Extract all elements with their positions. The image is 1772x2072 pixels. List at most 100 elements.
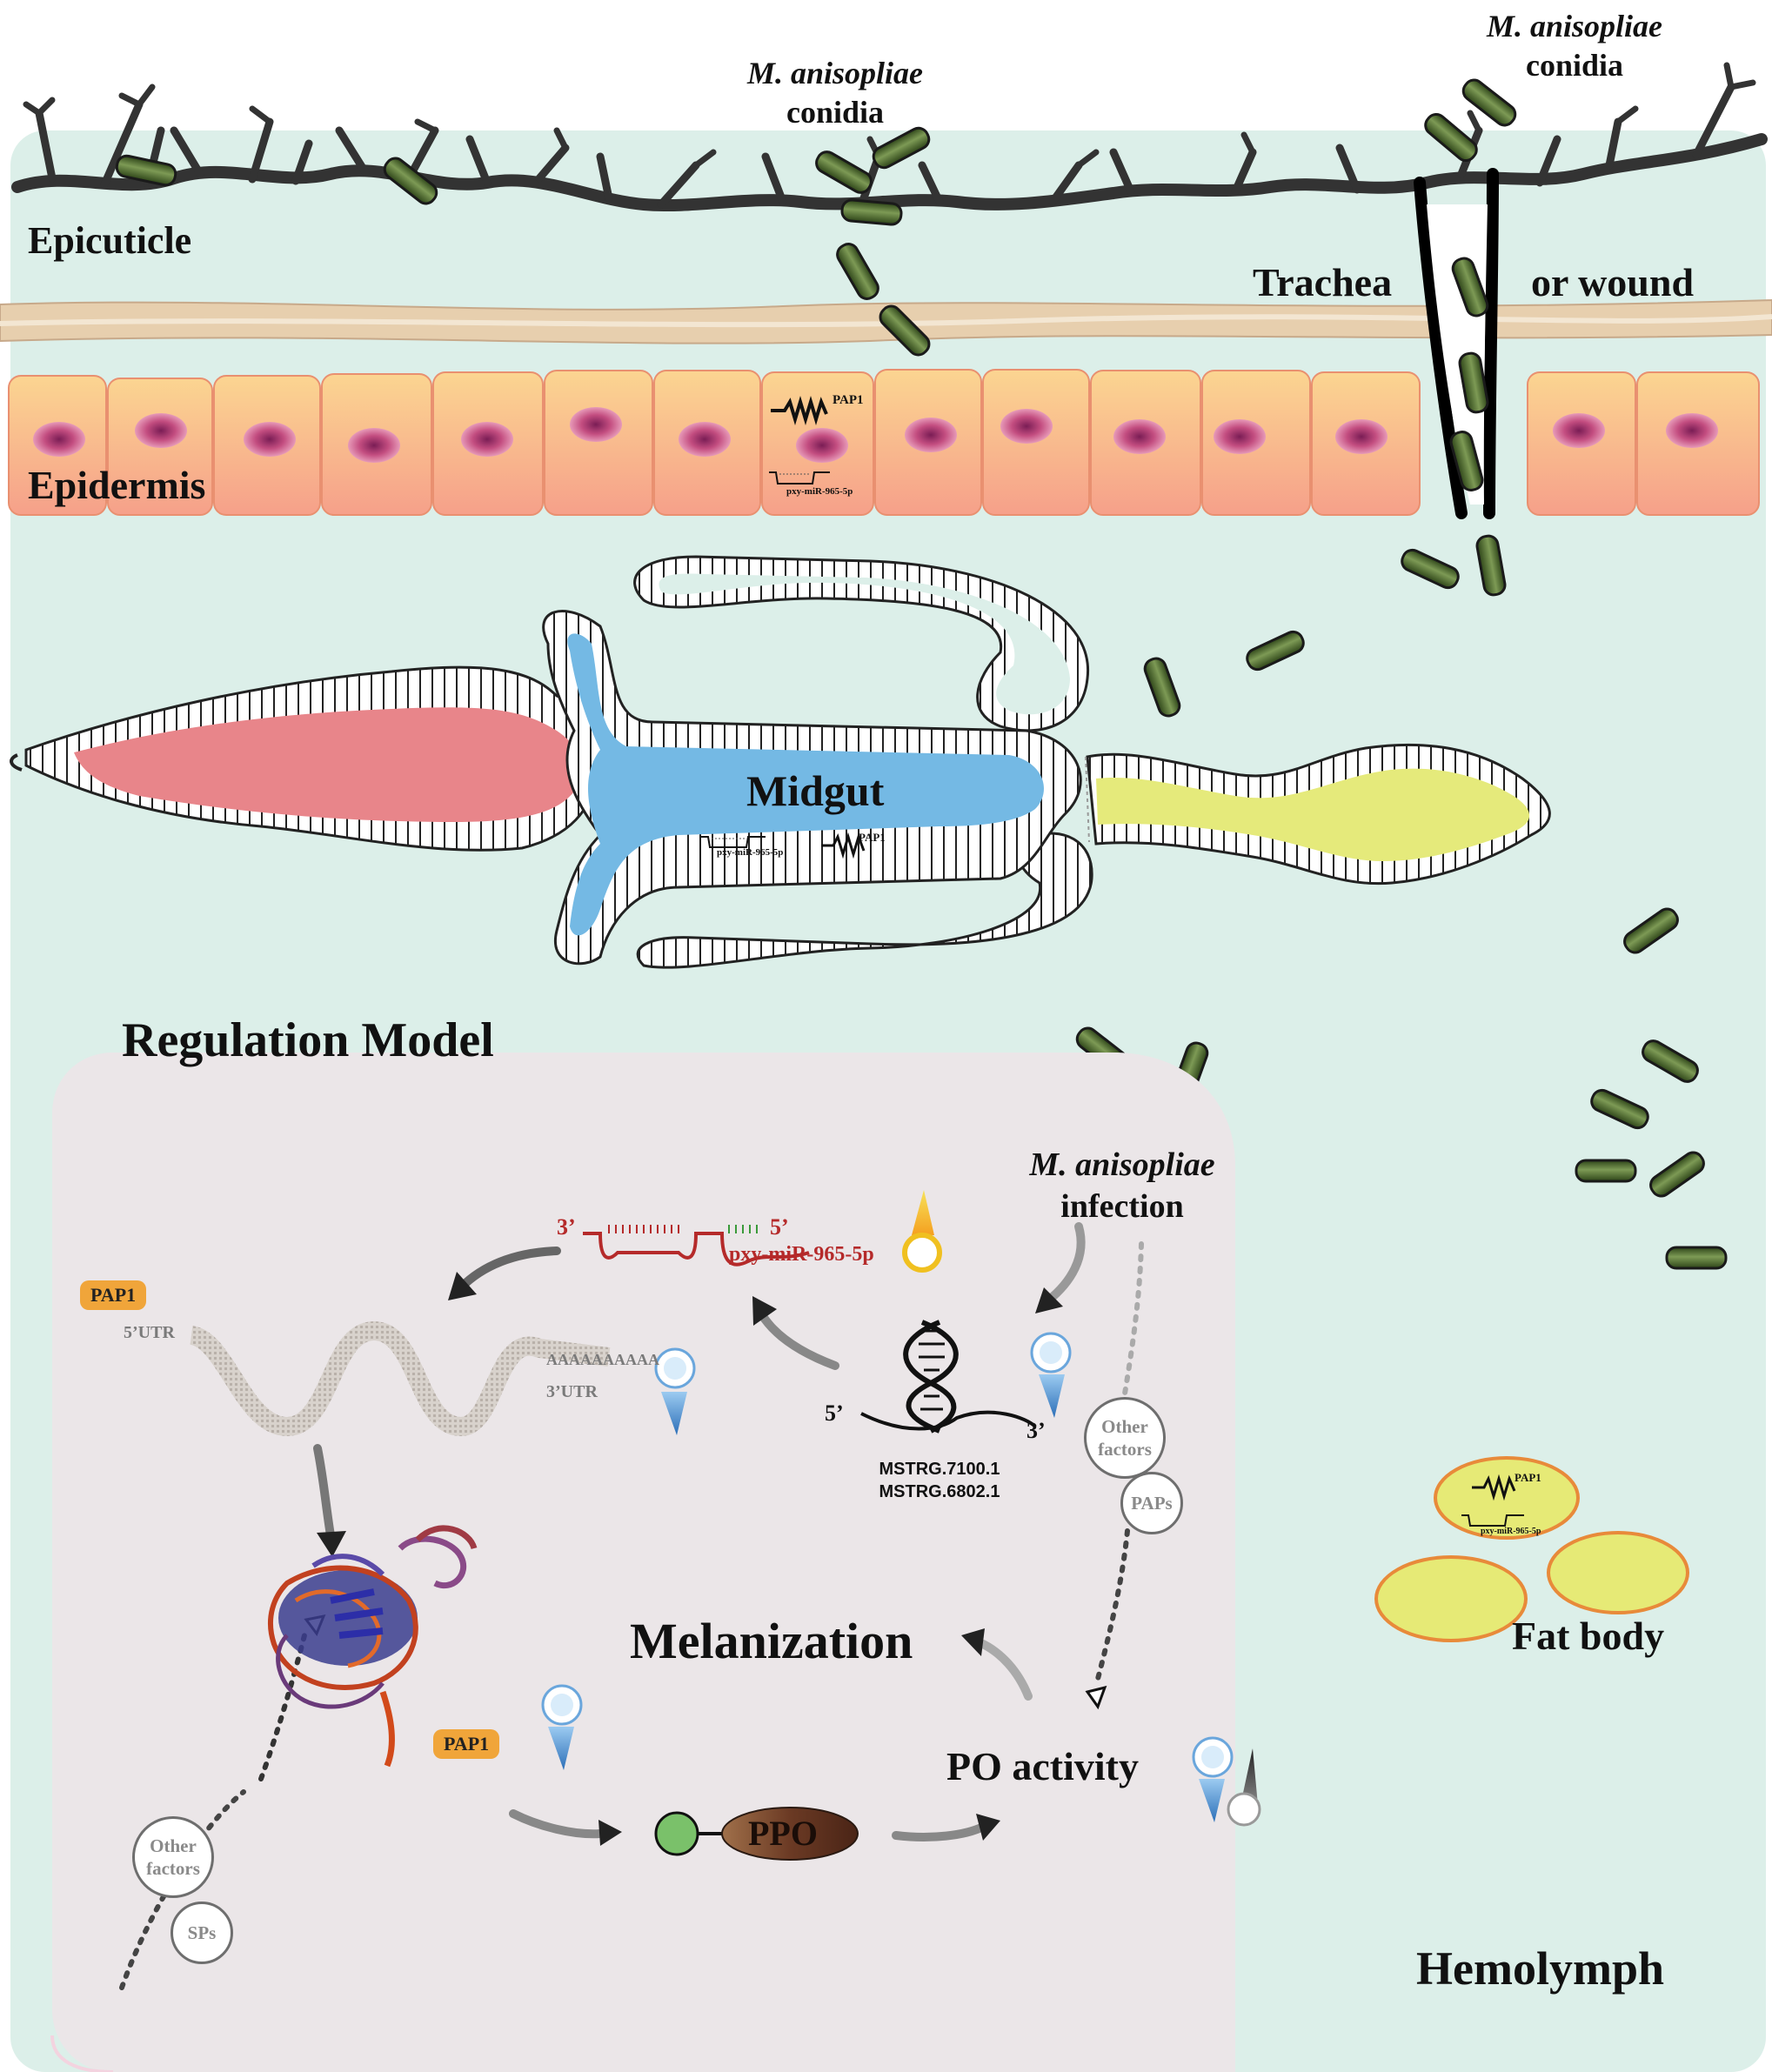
fat-body xyxy=(1374,1456,1689,1642)
epidermal-cell xyxy=(1090,370,1201,516)
epidermal-cell xyxy=(1636,371,1760,516)
ppo-green-domain xyxy=(654,1811,699,1856)
lncrna-1-label: MSTRG.7100.1 xyxy=(879,1460,1000,1479)
epidermal-cell xyxy=(432,371,544,516)
infection-word: infection xyxy=(1060,1187,1184,1225)
mirna-name-label: pxy-miR-965-5p xyxy=(729,1243,874,1266)
ppo-molecule xyxy=(654,1807,859,1861)
gut-system xyxy=(10,555,1551,969)
fat-body-pap1-label: PAP1 xyxy=(1515,1471,1541,1484)
epidermal-cell xyxy=(544,370,653,516)
conidium xyxy=(839,197,904,227)
mirna-5prime-label: 5’ xyxy=(770,1214,789,1240)
fat-body-pap1-icon xyxy=(1472,1474,1516,1501)
epidermis-mirna-icon xyxy=(769,471,830,485)
species-name: M. anisopliae xyxy=(746,56,924,90)
infection-to-lncrna-arrow xyxy=(1044,1222,1086,1305)
foregut-lumen xyxy=(74,707,584,822)
conidium xyxy=(1575,1159,1637,1183)
conidia-word: conidia xyxy=(786,95,885,130)
blue-pin-icon xyxy=(541,1684,583,1770)
epidermal-cell xyxy=(107,378,213,516)
other-factors-node-left: Other factors xyxy=(132,1816,214,1898)
gut-junction xyxy=(1085,756,1090,843)
mirna-seed-ticks xyxy=(728,1225,758,1233)
ppo-label: PPO xyxy=(748,1814,818,1853)
epidermal-cell xyxy=(874,369,982,516)
hindgut-lumen xyxy=(1096,768,1530,861)
epidermal-cell xyxy=(982,369,1090,516)
procuticle-line xyxy=(0,314,1772,328)
pap1-mrna xyxy=(188,1320,611,1437)
midgut-mirna-label: pxy-miR-965-5p xyxy=(717,847,784,858)
epidermal-cell xyxy=(653,370,761,516)
conidia-label-left: M. anisopliae conidia xyxy=(713,54,957,132)
mirna-to-mrna-arrow xyxy=(457,1247,561,1292)
epidermal-cell xyxy=(1527,371,1636,516)
ppo-to-po-arrow xyxy=(892,1822,987,1841)
other-factors-node-right: Other factors xyxy=(1084,1397,1166,1479)
midgut-pap1-icon xyxy=(821,832,866,859)
melanization-label: Melanization xyxy=(630,1613,913,1669)
blue-pin-icon xyxy=(654,1347,696,1435)
midgut-pap1-label: PAP1 xyxy=(859,831,886,844)
epidermal-cell xyxy=(761,371,874,516)
epidermis-pap1-label: PAP1 xyxy=(833,393,864,407)
pap1-protein-tag: PAP1 xyxy=(433,1729,500,1759)
mirna-stem-ticks xyxy=(608,1225,679,1233)
pap1-protein-structure xyxy=(268,1525,478,1768)
mirna-3prime-label: 3’ xyxy=(557,1214,576,1240)
mirna-hairpin xyxy=(583,1232,810,1267)
lncrna-2-label: MSTRG.6802.1 xyxy=(879,1482,1000,1501)
activation-arrows xyxy=(313,1222,1086,1846)
paps-node: PAPs xyxy=(1120,1472,1183,1534)
midgut-lumen xyxy=(567,633,1044,936)
epidermis-mirna-label: pxy-miR-965-5p xyxy=(786,486,853,497)
fat-body-label: Fat body xyxy=(1512,1614,1665,1658)
trachea-label: Trachea xyxy=(1253,260,1393,304)
species-name: M. anisopliae xyxy=(1029,1146,1215,1183)
pap1-to-ppo-arrow xyxy=(509,1809,605,1839)
conidia-label-right: M. anisopliae conidia xyxy=(1457,7,1692,85)
polya-label: AAAAAAAAAA xyxy=(546,1351,659,1368)
decrease-pin-icon xyxy=(1227,1748,1261,1827)
malpighian-tubule-inner xyxy=(659,573,1070,715)
epidermis-pap1-mrna-icon xyxy=(771,396,828,425)
lncrna-to-mirna-arrow xyxy=(757,1309,839,1370)
conidium xyxy=(1665,1246,1728,1270)
hemolymph-label: Hemolymph xyxy=(1416,1942,1665,1995)
orange-pin-icon xyxy=(902,1190,942,1273)
lncrna-names: MSTRG.7100.1 MSTRG.6802.1 xyxy=(853,1458,1026,1503)
utr5-label: 5’UTR xyxy=(124,1323,175,1342)
po-activity-label: PO activity xyxy=(946,1744,1139,1788)
po-triangle-icon xyxy=(1085,1685,1107,1710)
lncrna-helix xyxy=(860,1320,1037,1434)
epicuticle-label: Epicuticle xyxy=(28,219,192,262)
epidermal-cell xyxy=(8,375,107,516)
po-to-melanization-arrow xyxy=(979,1640,1033,1701)
species-name: M. anisopliae xyxy=(1486,9,1663,43)
utr3-label: 3’UTR xyxy=(546,1382,598,1401)
sps-node: SPs xyxy=(171,1902,233,1964)
or-wound-label: or wound xyxy=(1531,260,1695,304)
mrna-to-protein-arrow xyxy=(313,1444,335,1540)
blue-pin-icon xyxy=(1030,1332,1072,1418)
lncrna-3prime-label: 3’ xyxy=(1026,1418,1046,1443)
conidia-word: conidia xyxy=(1525,48,1624,83)
epidermal-cell xyxy=(213,375,321,516)
epidermis-cells xyxy=(8,369,1760,516)
fat-body-mirna-icon xyxy=(1461,1514,1524,1527)
blue-pin-icon xyxy=(1192,1736,1234,1822)
midgut-label: Midgut xyxy=(746,766,885,815)
regulation-model-box xyxy=(52,1053,1235,2072)
epidermal-cell xyxy=(321,373,432,516)
midgut-mirna-icon xyxy=(701,836,766,848)
epidermal-cell xyxy=(1311,371,1421,516)
pap1-tag: PAP1 xyxy=(80,1280,147,1310)
lncrna-5prime-label: 5’ xyxy=(825,1400,844,1426)
infection-label: M. anisopliae infection xyxy=(1009,1145,1235,1227)
regulation-model-title: Regulation Model xyxy=(122,1013,494,1067)
epidermal-cell xyxy=(1201,370,1311,516)
epidermis-label: Epidermis xyxy=(28,463,206,507)
